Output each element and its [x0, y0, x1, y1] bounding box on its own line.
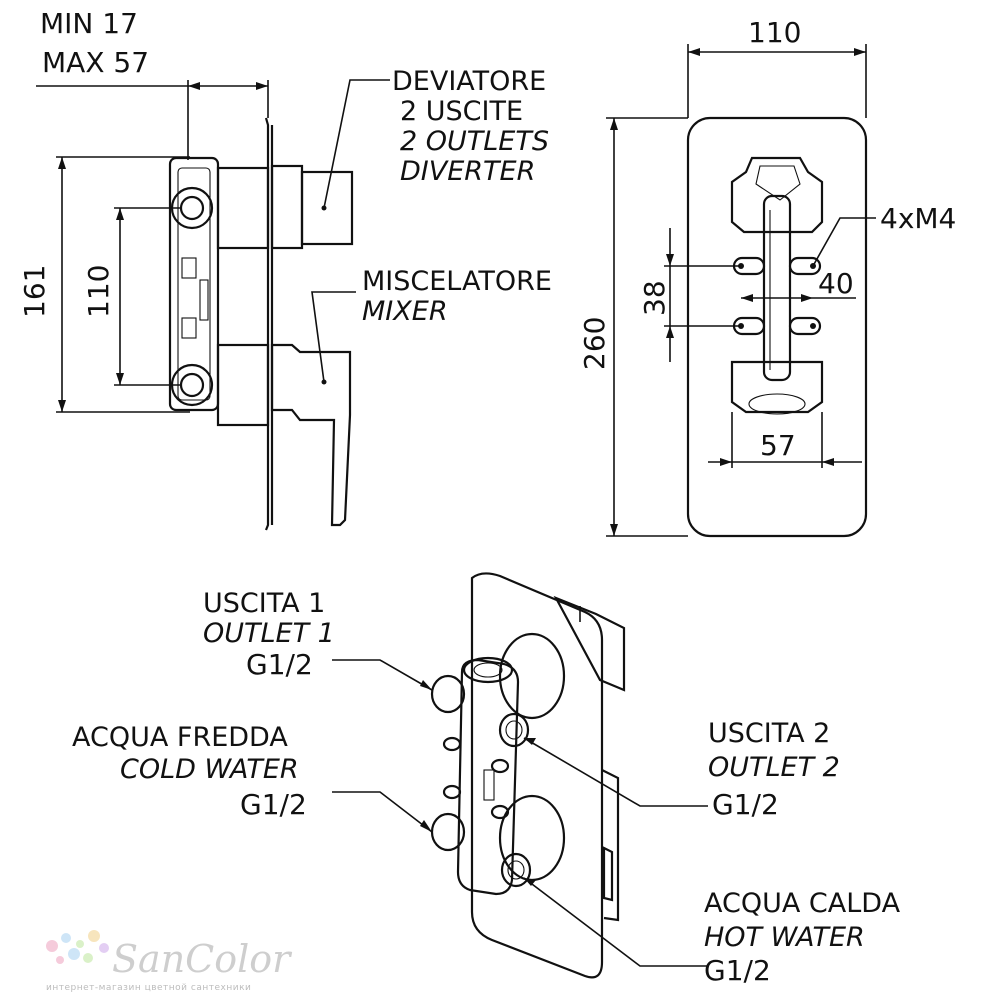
outlet2-thread: G1/2: [712, 788, 779, 821]
cold-thread: G1/2: [240, 788, 307, 821]
iso-view: USCITA 1 OUTLET 1 G1/2 ACQUA FREDDA COLD…: [72, 572, 901, 987]
watermark-logo: SanColor интернет-магазин цветной сантех…: [46, 930, 293, 993]
cold-label-it: ACQUA FREDDA: [72, 722, 288, 753]
diverter-label-it: DEVIATORE: [392, 66, 546, 97]
mixer-label-it: MISCELATORE: [362, 266, 552, 297]
hot-thread: G1/2: [704, 954, 771, 987]
outlet-spacing-label: 57: [760, 429, 796, 462]
mixer-label-en: MIXER: [362, 296, 448, 327]
watermark-dots-icon: [46, 930, 109, 964]
diverter-label-en2: 2 OUTLETS: [400, 126, 549, 157]
screws-label: 4xM4: [880, 202, 956, 235]
outlet1-label-it: USCITA 1: [203, 588, 325, 619]
height-161-label: 161: [18, 265, 51, 318]
cold-label-en: COLD WATER: [120, 754, 299, 785]
depth-min-label: MIN 17: [40, 7, 138, 40]
watermark-dot: [46, 940, 58, 952]
diverter-label-en: DIVERTER: [400, 156, 535, 187]
width-110-label: 110: [748, 16, 801, 49]
watermark-dot: [56, 956, 64, 964]
outlet1-thread: G1/2: [246, 648, 313, 681]
depth-max-label: MAX 57: [42, 46, 149, 79]
outlet2-label-it: USCITA 2: [708, 718, 830, 749]
side-view: MIN 17 MAX 57 161 110: [18, 7, 552, 531]
axis-110-label: 110: [82, 265, 115, 318]
watermark-tagline: интернет-магазин цветной сантехники: [46, 983, 251, 993]
front-view: 110 260 38: [578, 16, 956, 538]
screw-vspacing-label: 38: [638, 280, 671, 316]
watermark-dot: [99, 943, 109, 953]
watermark-dot: [61, 933, 71, 943]
hot-label-en: HOT WATER: [704, 922, 865, 953]
watermark-dot: [83, 953, 93, 963]
diverter-label-it2: 2 USCITE: [400, 96, 523, 127]
watermark-dot: [76, 940, 84, 948]
watermark-dot: [68, 948, 80, 960]
outlet2-label-en: OUTLET 2: [708, 752, 840, 783]
hot-label-it: ACQUA CALDA: [704, 888, 901, 919]
watermark-brand: SanColor: [112, 937, 293, 981]
height-260-label: 260: [578, 317, 611, 370]
watermark-dot: [88, 930, 100, 942]
outlet1-label-en: OUTLET 1: [203, 618, 335, 649]
screw-hspacing-label: 40: [818, 267, 854, 300]
